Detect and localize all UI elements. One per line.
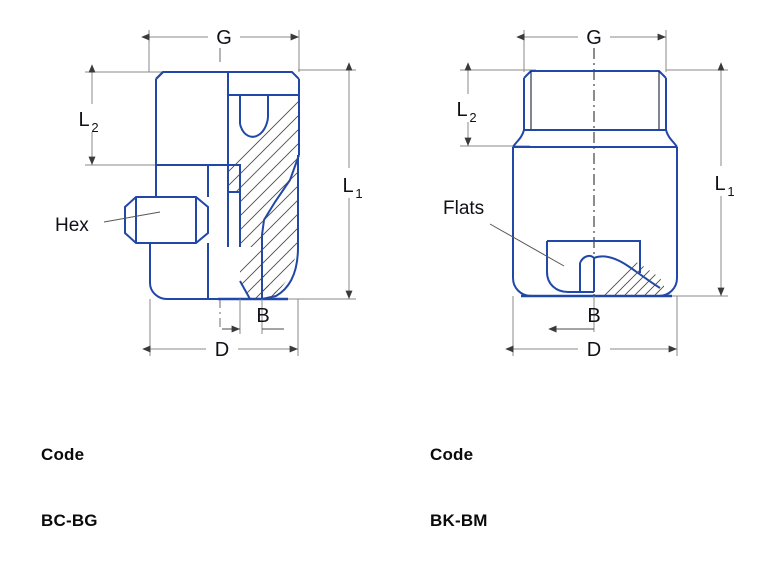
dimension-label-L1-right: L xyxy=(714,173,725,195)
dimension-sub-L2-right: 2 xyxy=(469,110,476,125)
section-hatching-right xyxy=(594,254,664,296)
dimension-L2-left: L 2 xyxy=(78,64,162,166)
callout-label-flats: Flats xyxy=(443,198,484,219)
part-outline-right xyxy=(512,70,678,298)
dimension-label-L2-left: L xyxy=(78,109,89,131)
dimension-label-D-left: D xyxy=(215,339,229,361)
section-hatching-left xyxy=(228,95,298,299)
left-view-group: G L 2 L 1 xyxy=(55,27,363,361)
callout-flats: Flats xyxy=(443,198,565,267)
dimension-label-L1-left: L xyxy=(342,175,353,197)
technical-drawing-canvas: G L 2 L 1 xyxy=(55,27,735,361)
machined-flats-on-body xyxy=(546,240,661,293)
dimension-label-G-right: G xyxy=(586,27,602,49)
dimension-L1-right: L 1 xyxy=(664,62,735,297)
dimension-label-B-right: B xyxy=(587,305,600,327)
dimension-B-left: B xyxy=(222,299,284,334)
dimension-label-B-left: B xyxy=(256,305,269,327)
dimension-D-left: D xyxy=(142,299,299,361)
dimension-sub-L1-right: 1 xyxy=(727,184,734,199)
dimension-label-D-right: D xyxy=(587,339,601,361)
dimension-G-left: G xyxy=(141,27,300,72)
callout-label-hex: Hex xyxy=(55,215,89,236)
code-value-left: BC-BG xyxy=(41,511,98,530)
code-value-right: BK-BM xyxy=(430,511,488,530)
code-heading-left: Code xyxy=(41,445,85,464)
code-caption-left: Code BC-BG xyxy=(41,400,98,576)
dimension-sub-L1-left: 1 xyxy=(355,186,362,201)
hex-flats-on-body xyxy=(124,165,218,300)
dimension-L1-left: L 1 xyxy=(288,62,363,300)
dimension-G-right: G xyxy=(516,27,667,72)
drawing-sheet: G L 2 L 1 xyxy=(41,27,735,530)
code-heading-right: Code xyxy=(430,445,474,464)
callout-hex: Hex xyxy=(55,211,161,236)
dimension-sub-L2-left: 2 xyxy=(91,120,98,135)
code-caption-right: Code BK-BM xyxy=(430,400,488,576)
part-outline-left xyxy=(155,71,300,301)
dimension-B-right: B xyxy=(548,296,601,333)
right-view-group: G L 2 L 1 xyxy=(443,27,735,361)
dimension-D-right: D xyxy=(505,296,678,361)
dimension-label-L2-right: L xyxy=(456,99,467,121)
dimension-label-G-left: G xyxy=(216,27,232,49)
